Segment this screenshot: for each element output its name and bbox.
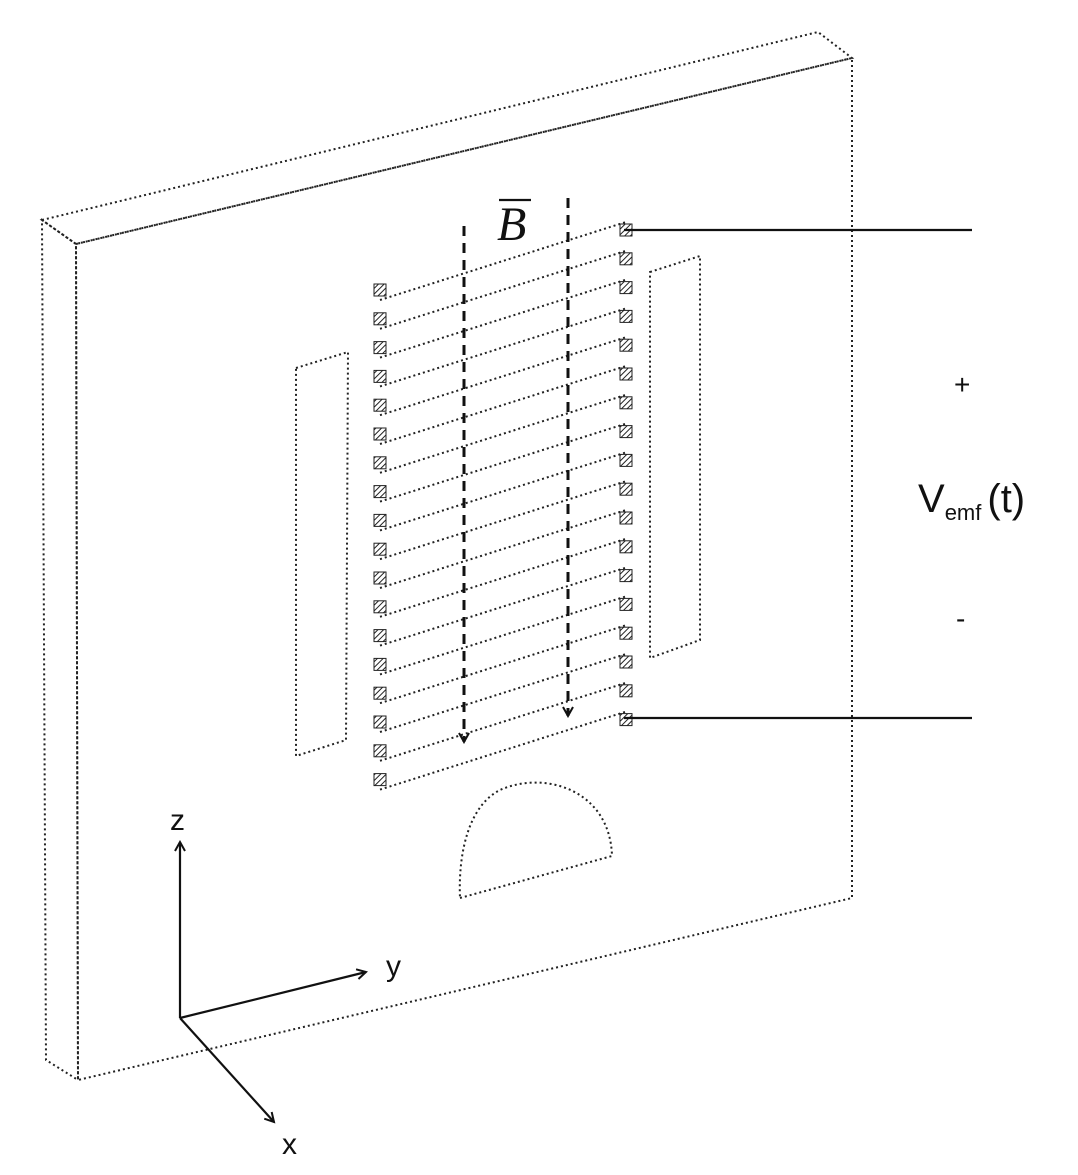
voltage-sub: emf [945, 500, 983, 525]
voltage-main: V [918, 477, 945, 521]
coil-terminal-left [374, 658, 386, 670]
coil-terminal-right [620, 512, 632, 524]
field-label: B [497, 198, 526, 251]
coil-winding [380, 596, 626, 674]
coil-winding [380, 280, 626, 358]
coil-winding [380, 683, 626, 761]
coil-terminal-left [374, 601, 386, 613]
coil-terminal-left [374, 457, 386, 469]
coil-terminal-left [374, 572, 386, 584]
coil-terminal-left [374, 399, 386, 411]
coil-terminal-right [620, 483, 632, 495]
coil-terminal-right [620, 570, 632, 582]
axis-y-label: y [386, 950, 401, 983]
coil [374, 222, 632, 790]
coil-terminal-right [620, 598, 632, 610]
coil-terminal-right [620, 656, 632, 668]
board [42, 32, 852, 1080]
coil-winding [380, 510, 626, 588]
coil-terminal-right [620, 714, 632, 726]
coil-terminal-left [374, 745, 386, 757]
coil-terminal-right [620, 397, 632, 409]
coil-terminal-left [374, 284, 386, 296]
coil-terminal-left [374, 630, 386, 642]
axis-z-label: z [170, 804, 185, 837]
coil-terminal-left [374, 342, 386, 354]
coil-terminal-left [374, 313, 386, 325]
voltage-arg: (t) [987, 477, 1025, 521]
coil-winding [380, 395, 626, 473]
coil-terminal-right [620, 685, 632, 697]
coil-winding [380, 539, 626, 617]
coil-terminal-left [374, 370, 386, 382]
coil-terminal-right [620, 426, 632, 438]
coil-terminal-left [374, 774, 386, 786]
board-side-edge [42, 220, 78, 1080]
coil-terminal-left [374, 486, 386, 498]
coil-winding [380, 654, 626, 732]
coil-winding [380, 625, 626, 703]
x-axis [180, 1018, 274, 1122]
axis-x-label: x [282, 1128, 297, 1161]
coil-winding [380, 366, 626, 444]
coil-terminal-left [374, 687, 386, 699]
y-axis [180, 972, 366, 1018]
coil-terminal-right [620, 541, 632, 553]
coil-terminal-left [374, 514, 386, 526]
left-slot [296, 352, 348, 756]
output-leads [624, 230, 972, 718]
right-slot [650, 256, 700, 658]
semicircle-cutout [460, 783, 612, 898]
coil-winding [380, 251, 626, 329]
coil-terminal-right [620, 253, 632, 265]
coil-winding [380, 424, 626, 502]
coil-winding [380, 481, 626, 559]
coil-winding [380, 712, 626, 790]
magnetic-field-arrows [464, 198, 568, 742]
coordinate-axes: z y x [170, 804, 401, 1161]
coil-winding [380, 337, 626, 415]
coil-terminal-right [620, 310, 632, 322]
plus-sign: + [954, 369, 970, 400]
voltage-label: Vemf(t) [918, 477, 1025, 525]
coil-winding [380, 308, 626, 386]
coil-winding [380, 452, 626, 530]
coil-terminal-left [374, 543, 386, 555]
board-top-edge [42, 32, 852, 244]
coil-terminal-right [620, 627, 632, 639]
coil-terminal-left [374, 716, 386, 728]
coil-terminal-right [620, 339, 632, 351]
minus-sign: - [956, 603, 965, 634]
coil-terminal-right [620, 454, 632, 466]
coil-terminal-right [620, 368, 632, 380]
coil-winding [380, 568, 626, 646]
coil-terminal-right [620, 282, 632, 294]
coil-terminal-left [374, 428, 386, 440]
